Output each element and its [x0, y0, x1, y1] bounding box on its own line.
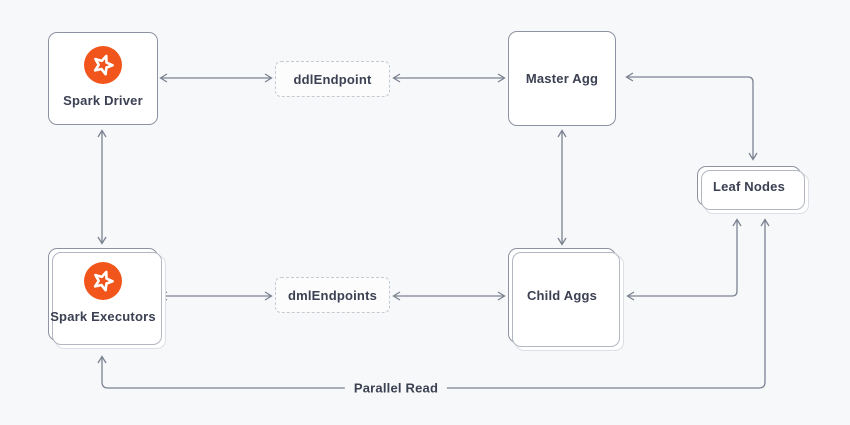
node-spark-executors: Spark Executors — [48, 248, 166, 349]
edge-parallel-read — [97, 218, 770, 389]
node-label: Child Aggs — [526, 288, 598, 303]
node-label: Spark Executors — [50, 309, 156, 324]
node-child-aggs: Child Aggs — [508, 248, 624, 351]
node-leaf-nodes: Leaf Nodes — [697, 166, 809, 214]
node-label: Leaf Nodes — [712, 178, 786, 194]
node-master-agg: Master Agg — [508, 31, 616, 126]
node-label: Spark Driver — [63, 93, 143, 108]
spark-logo-icon — [84, 262, 122, 300]
node-label: Master Agg — [525, 71, 599, 86]
edge-masteragg-leafnodes — [625, 72, 758, 161]
spark-logo-icon — [84, 46, 122, 84]
node-label: dmlEndpoints — [287, 287, 378, 303]
parallel-read-edge-label: Parallel Read — [344, 380, 448, 396]
node-label: ddlEndpoint — [293, 71, 372, 87]
node-dml-endpoints: dmlEndpoints — [275, 277, 390, 313]
node-ddl-endpoint: ddlEndpoint — [275, 61, 390, 97]
edge-childaggs-leafnodes — [626, 218, 742, 301]
node-spark-driver: Spark Driver — [48, 32, 158, 125]
